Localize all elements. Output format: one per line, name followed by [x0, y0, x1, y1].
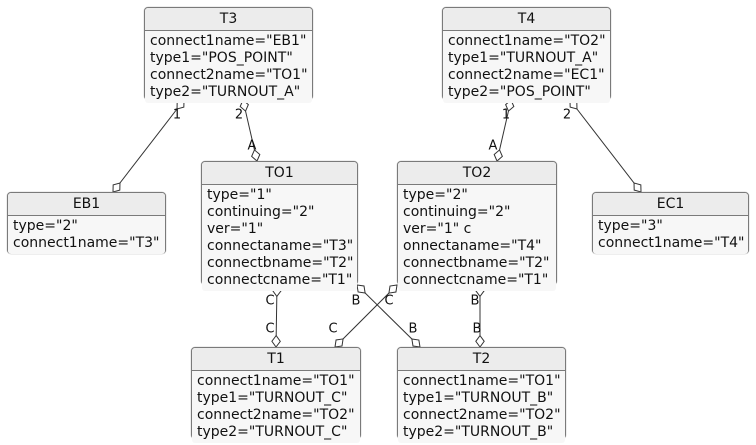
edge-line: [334, 284, 398, 348]
node-body: type="3" connect1name="T4": [593, 216, 748, 254]
attribute-line: continuing="2": [403, 204, 511, 220]
aggregation-diamond-icon: [251, 149, 261, 162]
attribute-line: connect1name="TO1": [403, 373, 561, 389]
attribute-line: connect1name="TO1": [197, 373, 355, 389]
attribute-line: type="1": [207, 187, 272, 203]
aggregation-diamond-icon: [493, 149, 503, 162]
attribute-line: connect1name="T4": [598, 235, 745, 251]
attribute-line: type="2": [13, 218, 78, 234]
node-body: type="2" connect1name="T3": [8, 216, 165, 254]
attribute-line: type1="TURNOUT_C": [197, 390, 348, 406]
attribute-line: type2="POS_POINT": [448, 84, 591, 100]
edge-label-TO2-T2-source: B: [470, 293, 480, 309]
attribute-line: ver="1": [207, 221, 264, 237]
aggregation-diamond-icon: [388, 284, 398, 294]
node-EB1: EB1 type="2" connect1name="T3": [7, 192, 166, 254]
attribute-line: type="2": [403, 187, 468, 203]
node-T3: T3 connect1name="EB1" type1="POS_POINT" …: [144, 7, 313, 103]
node-title: T3: [145, 8, 312, 31]
attribute-line: type2="TURNOUT_A": [150, 84, 301, 100]
node-body: connect1name="TO1" type1="TURNOUT_B" con…: [398, 371, 565, 443]
attribute-line: continuing="2": [207, 204, 315, 220]
aggregation-diamond-icon: [356, 284, 366, 294]
node-title: T1: [192, 348, 360, 371]
edge-T3-EB1: [112, 99, 185, 193]
attribute-line: connect1name="T3": [13, 235, 160, 251]
node-title: EC1: [593, 193, 748, 216]
attribute-line: connect2name="EC1": [448, 67, 605, 83]
node-T2: T2 connect1name="TO1" type1="TURNOUT_B" …: [397, 347, 566, 443]
node-body: type="2" continuing="2" ver="1" c onnect…: [398, 185, 556, 291]
attribute-line: type2="TURNOUT_B": [403, 424, 554, 440]
edge-label-T3-EB1-source: 1: [172, 107, 182, 123]
aggregation-diamond-icon: [475, 334, 485, 348]
node-TO1: TO1 type="1" continuing="2" ver="1" conn…: [201, 161, 358, 291]
edge-label-TO1-T1-target: C: [265, 321, 275, 337]
node-T1: T1 connect1name="TO1" type1="TURNOUT_C" …: [191, 347, 361, 443]
edge-label-TO2-T1-target: C: [328, 321, 338, 337]
attribute-line: connectcname="T1": [207, 272, 353, 288]
edge-label-T4-EC1-source: 2: [562, 107, 572, 123]
node-body: connect1name="TO1" type1="TURNOUT_C" con…: [192, 371, 360, 443]
edge-line: [112, 99, 185, 193]
attribute-line: connect2name="TO2": [403, 407, 561, 423]
node-body: connect1name="TO2" type1="TURNOUT_A" con…: [443, 31, 610, 103]
edge-line: [356, 284, 421, 348]
node-title: T2: [398, 348, 565, 371]
edge-label-T4-TO2-target: A: [488, 138, 498, 154]
node-title: TO2: [398, 162, 556, 185]
attribute-line: onnectaname="T4": [403, 238, 542, 254]
node-title: TO1: [202, 162, 357, 185]
attribute-line: connectaname="T3": [207, 238, 354, 254]
edge-label-T3-TO1-source: 2: [234, 107, 244, 123]
attribute-line: type1="TURNOUT_A": [448, 50, 599, 66]
node-body: connect1name="EB1" type1="POS_POINT" con…: [145, 31, 312, 103]
attribute-line: connect1name="TO2": [448, 33, 606, 49]
aggregation-diamond-icon: [334, 338, 344, 348]
aggregation-diamond-icon: [411, 338, 421, 348]
edge-TO2-T1: [334, 284, 398, 348]
node-title: EB1: [8, 193, 165, 216]
attribute-line: type2="TURNOUT_C": [197, 424, 348, 440]
attribute-line: connectbname="T2": [207, 255, 354, 271]
edge-label-TO1-T1-source: C: [265, 293, 275, 309]
node-T4: T4 connect1name="TO2" type1="TURNOUT_A" …: [442, 7, 611, 103]
node-EC1: EC1 type="3" connect1name="T4": [592, 192, 749, 254]
node-title: T4: [443, 8, 610, 31]
aggregation-diamond-icon: [112, 182, 121, 193]
edge-label-T4-TO2-source: 1: [501, 107, 511, 123]
attribute-line: type="3": [598, 218, 663, 234]
attribute-line: type1="POS_POINT": [150, 50, 293, 66]
edge-label-TO2-T1-source: C: [384, 293, 394, 309]
attribute-line: ver="1" c: [403, 221, 472, 237]
node-body: type="1" continuing="2" ver="1" connecta…: [202, 185, 357, 291]
aggregation-diamond-icon: [633, 182, 642, 193]
edge-T4-EC1: [569, 99, 642, 193]
edge-label-T3-TO1-target: A: [247, 138, 257, 154]
edge-line: [569, 99, 642, 193]
attribute-line: connect2name="TO2": [197, 407, 355, 423]
attribute-line: connectbname="T2": [403, 255, 550, 271]
node-TO2: TO2 type="2" continuing="2" ver="1" c on…: [397, 161, 557, 291]
edge-label-TO1-T2-target: B: [408, 321, 418, 337]
attribute-line: connect1name="EB1": [150, 33, 307, 49]
attribute-line: type1="TURNOUT_B": [403, 390, 554, 406]
edge-label-TO1-T2-source: B: [351, 293, 361, 309]
attribute-line: connect2name="TO1": [150, 67, 308, 83]
aggregation-diamond-icon: [271, 334, 281, 348]
edge-TO1-T2: [356, 284, 421, 348]
attribute-line: connectcname="T1": [403, 272, 549, 288]
edge-label-TO2-T2-target: B: [472, 321, 482, 337]
